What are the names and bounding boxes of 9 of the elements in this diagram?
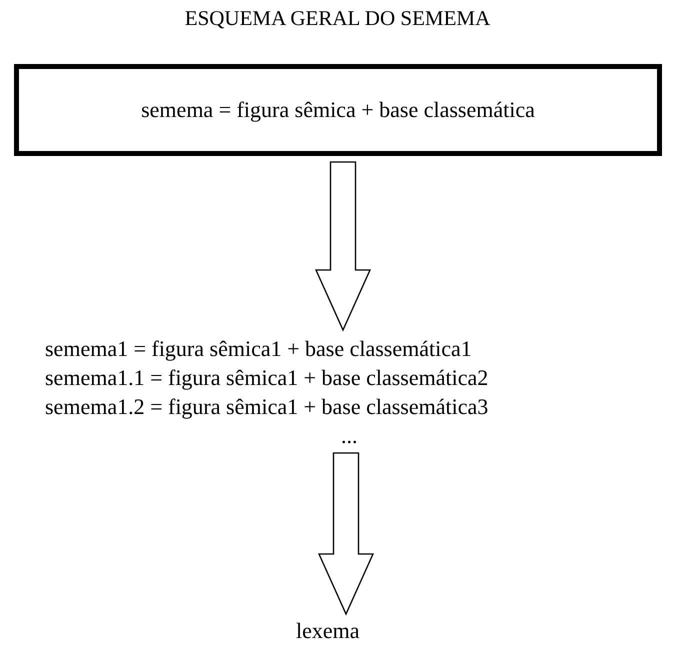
block-arrow [318,452,374,616]
formula-text: semema1.1 = figura sêmica1 + base classemática2 [45,364,488,392]
formula-text: semema1.2 = figura sêmica1 + base classemática3 [45,393,488,421]
formula-text: semema1 = figura sêmica1 + base classemática1 [45,335,472,363]
ellipsis: ... [341,425,358,447]
process-box: semema = figura sêmica + base classemática [14,64,662,156]
diagram-title: ESQUEMA GERAL DO SEMEMA [184,6,492,31]
text-label: lexema [296,618,360,644]
block-arrow [315,161,371,332]
